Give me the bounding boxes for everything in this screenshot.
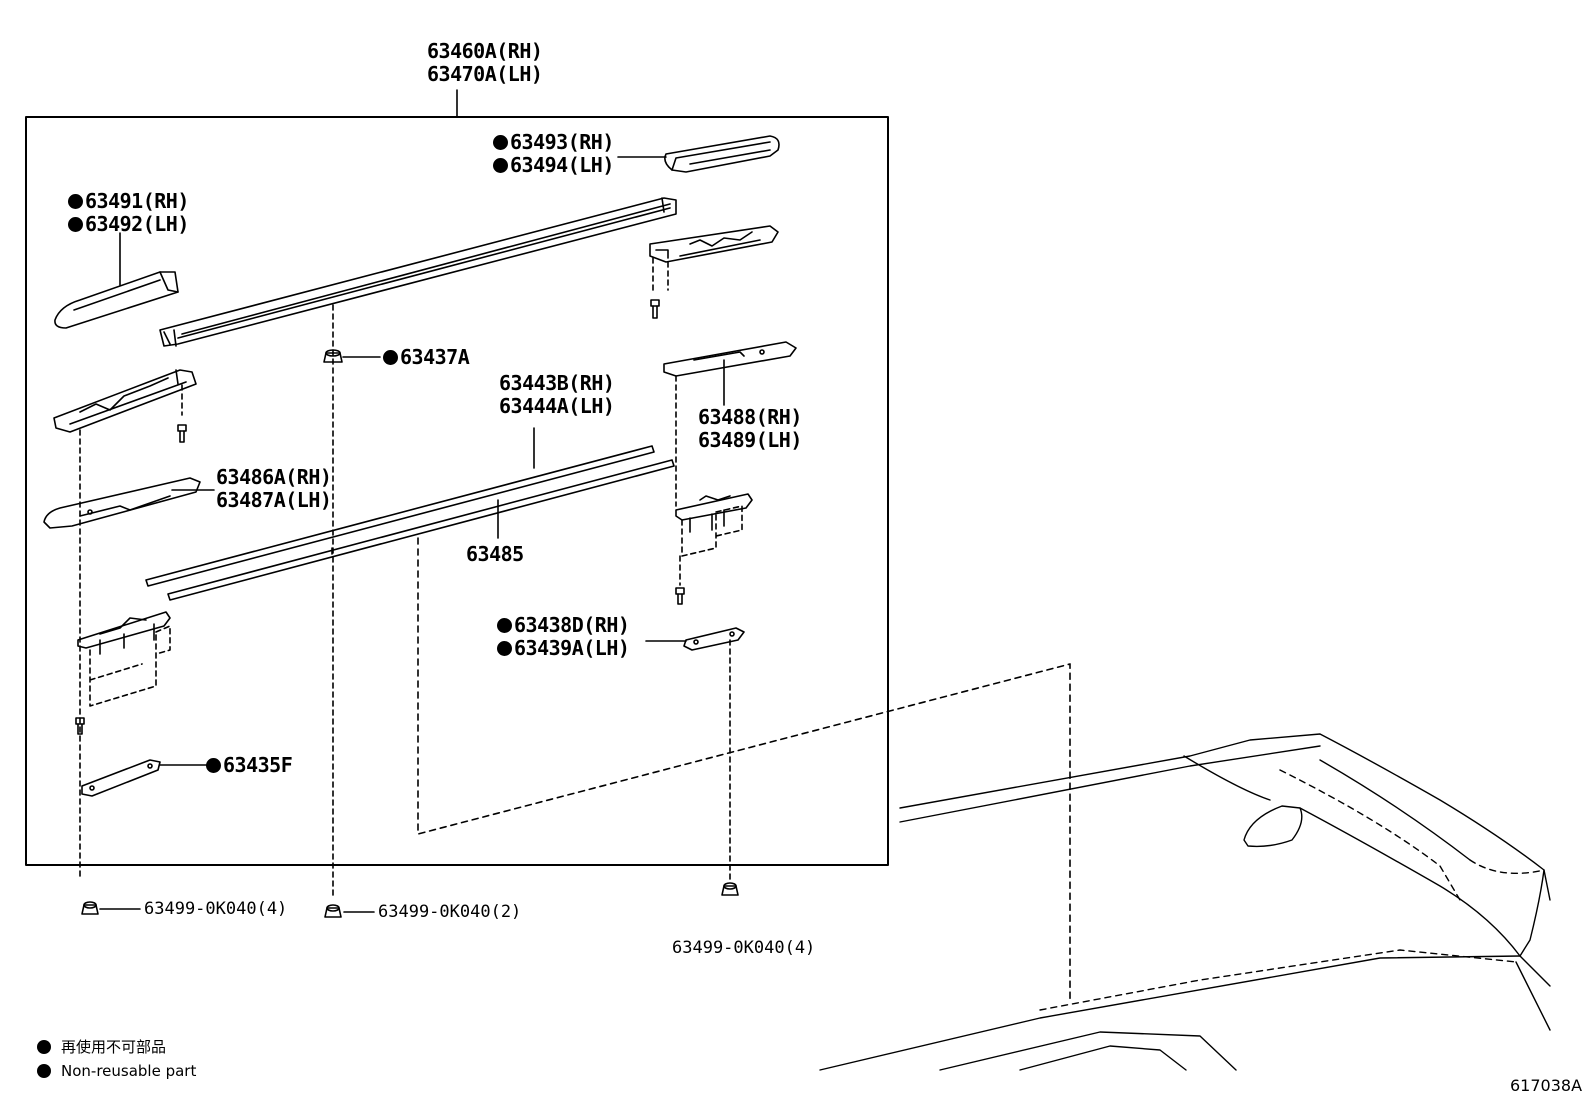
label-bracket-rear-rh: 63486A(RH) (216, 465, 332, 489)
label-cover-rear-rh: 63491(RH) (68, 190, 189, 213)
label-nut-rear: 63499-0K040(4) (144, 899, 288, 919)
nut-63437-part (323, 349, 343, 363)
label-bracket-rear-lh: 63487A(LH) (216, 488, 332, 512)
label-pad-rh: 63438D(RH) (497, 614, 630, 637)
bracket-63488-part (663, 341, 797, 377)
label-molding-lh: 63444A(LH) (499, 394, 615, 418)
rear-bracket-lower-dash (89, 625, 171, 707)
legend-en: Non-reusable part (37, 1062, 196, 1080)
label-cover-rear-lh: 63492(LH) (68, 213, 189, 236)
main-rail-part (159, 197, 677, 347)
rear-cover-part (54, 271, 179, 329)
label-strip: 63485 (466, 542, 524, 566)
label-assembly-lh: 63470A(LH) (427, 62, 543, 86)
nut-front-part (721, 882, 739, 896)
label-nut-front: 63499-0K040(4) (672, 938, 816, 958)
pad-63435-part (81, 759, 161, 797)
label-cover-front-rh: 63493(RH) (493, 131, 614, 154)
molding-part (145, 445, 675, 601)
label-cover-front-lh: 63494(LH) (493, 154, 614, 177)
screw-rear-upper (177, 424, 187, 443)
nut-rear-part (81, 901, 99, 915)
rear-bracket-upper-part (53, 369, 197, 433)
front-bracket-lower-part (675, 493, 753, 533)
bracket-63486-part (43, 477, 201, 529)
label-molding-rh: 63443B(RH) (499, 371, 615, 395)
front-bracket-upper-part (649, 225, 779, 263)
figure-id: 617038A (1510, 1076, 1583, 1095)
legend-en-text: Non-reusable part (61, 1062, 197, 1080)
screw-rear-lower (75, 717, 85, 735)
label-nut-63437: 63437A (383, 346, 470, 369)
pad-63438-part (683, 627, 745, 651)
front-bracket-lower-dash (681, 505, 743, 557)
screw-front-lower (675, 587, 685, 605)
legend-bullet (37, 1040, 51, 1054)
legend-jp: 再使用不可部品 (37, 1036, 166, 1057)
nut-center-part (324, 904, 342, 918)
label-pad-lh: 63439A(LH) (497, 637, 630, 660)
label-bracket-front-rh: 63488(RH) (698, 405, 802, 429)
label-nut-center: 63499-0K040(2) (378, 902, 522, 922)
legend-bullet (37, 1064, 51, 1078)
label-pad-63435: 63435F (206, 754, 293, 777)
vehicle-roof-outline (819, 733, 1551, 1071)
legend-jp-text: 再使用不可部品 (61, 1038, 167, 1056)
screw-front-upper (650, 299, 660, 319)
rear-bracket-lower-part (77, 611, 171, 655)
front-cover-part (664, 135, 780, 173)
molding-to-roof-line (417, 537, 1071, 1001)
label-assembly-rh: 63460A(RH) (427, 39, 543, 63)
label-bracket-front-lh: 63489(LH) (698, 428, 802, 452)
